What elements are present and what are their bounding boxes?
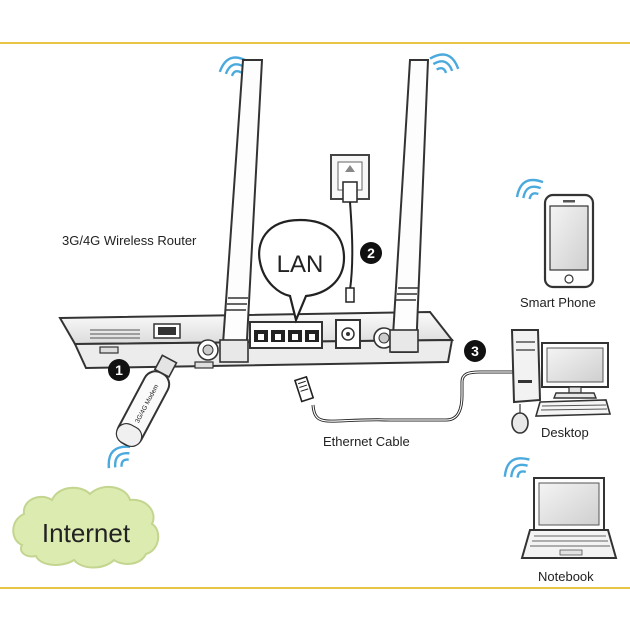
step-number: 1 (115, 362, 123, 378)
notebook-label: Notebook (538, 569, 594, 584)
ethernet-cable (293, 370, 522, 423)
power-adapter (330, 154, 370, 303)
step-badge-1: 1 (108, 359, 130, 381)
router-antenna-right (389, 59, 430, 353)
internet-cloud: Internet (12, 485, 160, 569)
router-antenna-left (219, 59, 264, 363)
notebook-computer (520, 477, 618, 559)
lan-label: LAN (277, 251, 324, 278)
usb-modem: 3G/4G Modem (115, 354, 178, 448)
lan-callout: LAN (258, 218, 346, 324)
ethernet-cable-label: Ethernet Cable (323, 434, 410, 449)
wifi-icon (426, 48, 463, 78)
step-number: 2 (367, 245, 375, 261)
smart-phone-label: Smart Phone (520, 295, 596, 310)
smart-phone (543, 193, 595, 289)
wifi-icon (511, 173, 549, 206)
step-number: 3 (471, 343, 479, 359)
internet-label: Internet (42, 518, 131, 548)
wifi-icon (498, 450, 536, 485)
step-badge-3: 3 (464, 340, 486, 362)
desktop-label: Desktop (541, 425, 589, 440)
router-label: 3G/4G Wireless Router (62, 233, 197, 248)
desktop-computer (510, 329, 612, 434)
step-badge-2: 2 (360, 242, 382, 264)
